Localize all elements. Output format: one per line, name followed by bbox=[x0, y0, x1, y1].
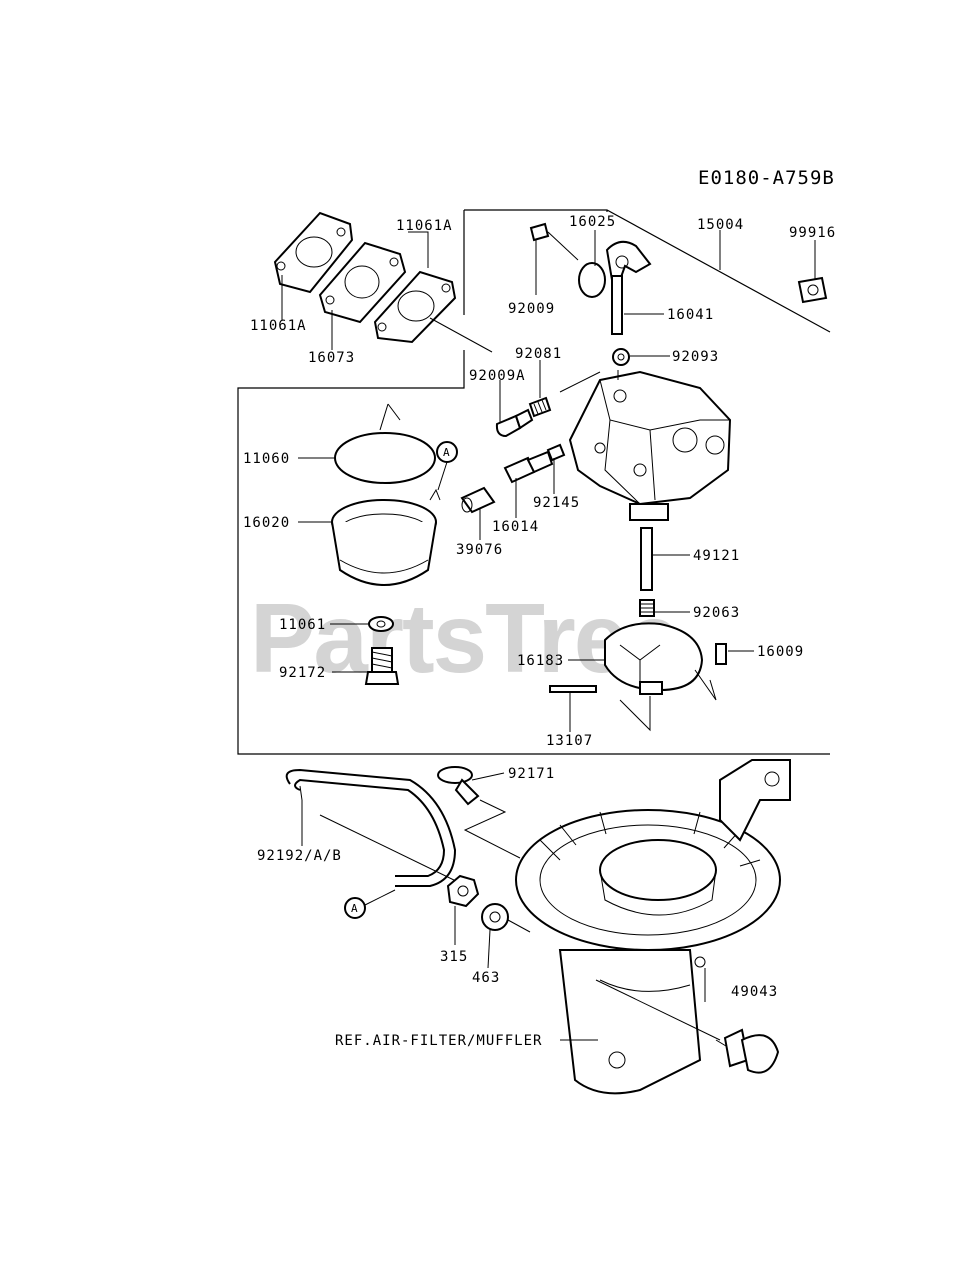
label-reference: REF.AIR-FILTER/MUFFLER bbox=[335, 1033, 542, 1049]
label-16025: 16025 bbox=[569, 214, 616, 230]
air-filter-base bbox=[515, 759, 791, 1095]
choke-lever bbox=[605, 240, 652, 281]
label-11060: 11060 bbox=[243, 451, 290, 467]
valve-49121 bbox=[640, 527, 653, 591]
label-13107: 13107 bbox=[546, 733, 593, 749]
leader-lines bbox=[281, 230, 816, 1041]
label-11061: 11061 bbox=[279, 617, 326, 633]
nut-washer bbox=[446, 874, 531, 933]
gasket-11061a-top bbox=[373, 270, 457, 344]
label-92009: 92009 bbox=[508, 301, 555, 317]
clamp-92171 bbox=[437, 766, 521, 859]
label-92145: 92145 bbox=[533, 495, 580, 511]
screw-92009 bbox=[529, 222, 550, 242]
label-16014: 16014 bbox=[492, 519, 539, 535]
washer-463 bbox=[481, 903, 509, 931]
label-92172: 92172 bbox=[279, 665, 326, 681]
label-92063: 92063 bbox=[693, 605, 740, 621]
label-39076: 39076 bbox=[456, 542, 503, 558]
gasket-16073 bbox=[318, 241, 407, 324]
label-92009a: 92009A bbox=[469, 368, 526, 384]
label-15004: 15004 bbox=[697, 217, 744, 233]
o-ring-11060 bbox=[334, 432, 436, 484]
frame-lines bbox=[237, 209, 831, 755]
carb-screws bbox=[460, 396, 566, 514]
float-16183 bbox=[604, 622, 704, 692]
label-49121: 49121 bbox=[693, 548, 740, 564]
label-315: 315 bbox=[440, 949, 468, 965]
label-16073: 16073 bbox=[308, 350, 355, 366]
carburetor-body bbox=[559, 370, 732, 521]
choke-shaft bbox=[611, 275, 623, 335]
svg-text:A: A bbox=[443, 446, 450, 459]
label-99916: 99916 bbox=[789, 225, 836, 241]
label-16183: 16183 bbox=[517, 653, 564, 669]
pin-13107 bbox=[549, 685, 597, 693]
diagram-code: E0180-A759B bbox=[698, 167, 835, 189]
fuel-hose bbox=[285, 768, 459, 887]
label-463: 463 bbox=[472, 970, 500, 986]
label-49043: 49043 bbox=[731, 984, 778, 1000]
choke-plate bbox=[578, 262, 606, 298]
label-16041: 16041 bbox=[667, 307, 714, 323]
seal-92093 bbox=[612, 348, 630, 366]
clip-16009 bbox=[715, 643, 727, 665]
needle-92145 bbox=[546, 443, 566, 462]
svg-text:A: A bbox=[351, 902, 358, 915]
washer-11061 bbox=[368, 616, 394, 632]
label-16020: 16020 bbox=[243, 515, 290, 531]
label-92093: 92093 bbox=[672, 349, 719, 365]
gasket-group bbox=[273, 211, 493, 353]
callout-a-hose: A bbox=[344, 889, 396, 919]
callout-a-bowl: A bbox=[436, 441, 458, 491]
drain-49043 bbox=[715, 1028, 780, 1074]
label-92171: 92171 bbox=[508, 766, 555, 782]
float-parts bbox=[549, 527, 727, 732]
choke-assembly bbox=[529, 222, 652, 366]
part-labels: 11061A 11061A 16073 16025 15004 99916 92… bbox=[243, 214, 836, 1049]
float-bowl bbox=[331, 403, 441, 685]
label-16009: 16009 bbox=[757, 644, 804, 660]
label-11061a-left: 11061A bbox=[250, 318, 307, 334]
nut-315 bbox=[446, 874, 480, 908]
screw-92009a bbox=[495, 414, 522, 438]
pilot-39076 bbox=[460, 486, 496, 514]
part-99916 bbox=[797, 276, 828, 304]
gasket-11061a-left bbox=[273, 211, 354, 294]
label-92081: 92081 bbox=[515, 346, 562, 362]
label-92192: 92192/A/B bbox=[257, 848, 342, 864]
label-11061a-top: 11061A bbox=[396, 218, 453, 234]
